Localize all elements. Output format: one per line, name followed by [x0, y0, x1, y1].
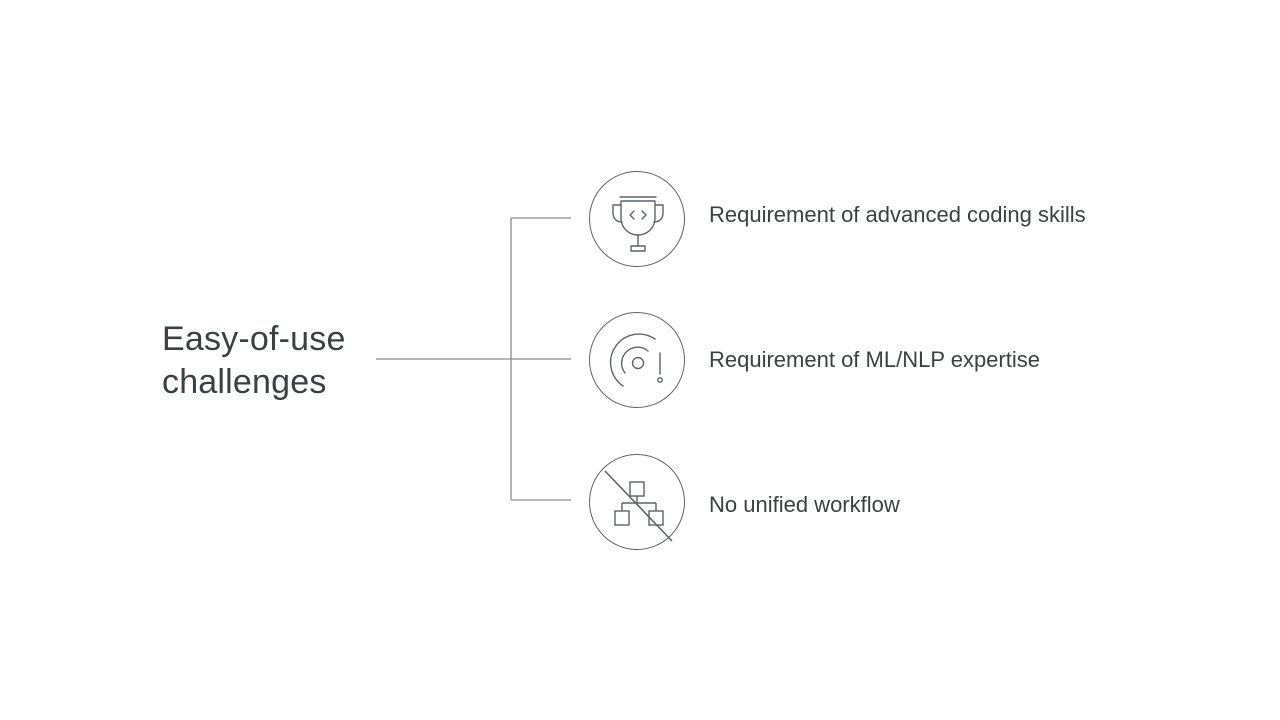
title-line-2: challenges [162, 363, 327, 401]
trophy-code-icon [612, 196, 664, 252]
workflow-off-icon [604, 470, 673, 542]
diagram-root-title: Easy-of-use challenges [162, 318, 392, 404]
title-line-1: Easy-of-use [162, 320, 346, 358]
item-icon-circle-1 [589, 171, 685, 267]
item-label-2: Requirement of ML/NLP expertise [709, 347, 1040, 372]
item-icon-circle-3 [589, 454, 685, 550]
gauge-alert-icon [609, 333, 663, 387]
item-icon-circle-2 [589, 312, 685, 408]
item-label-1: Requirement of advanced coding skills [709, 202, 1086, 227]
item-label-3: No unified workflow [709, 492, 900, 517]
